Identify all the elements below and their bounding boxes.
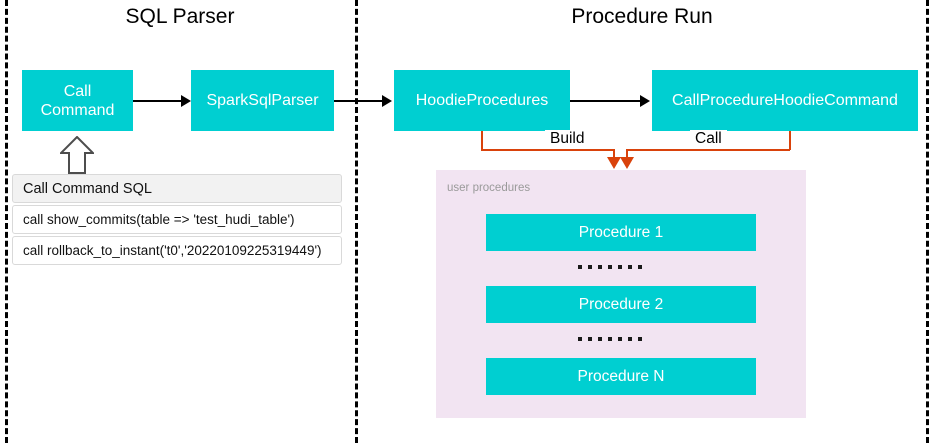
arrowhead-sparksqlparser-to-hoodieprocedures (382, 95, 392, 107)
node-call-command[interactable]: Call Command (22, 70, 133, 131)
node-call-command-line-1: Call (63, 82, 92, 100)
section-title-procedure-run: Procedure Run (571, 5, 713, 28)
node-call-procedure-hoodie-command[interactable]: CallProcedureHoodieCommand (652, 70, 918, 131)
arrow-hoodieprocedures-to-callprocedure (570, 100, 640, 102)
procedure-item-n[interactable]: Procedure N (486, 358, 756, 395)
arrowhead-call-command-to-sparksqlparser (181, 95, 191, 107)
call-connector-vertical-right (789, 131, 791, 150)
user-procedures-label: user procedures (447, 182, 531, 194)
divider-left (5, 0, 8, 443)
call-connector-arrowhead (620, 157, 634, 169)
divider-right (926, 0, 929, 443)
call-connector-horizontal (626, 149, 790, 151)
arrow-sparksqlparser-to-hoodieprocedures (334, 100, 382, 102)
build-connector-horizontal (481, 149, 614, 151)
ellipsis-2 (578, 337, 642, 341)
sql-table-row-1: call show_commits(table => 'test_hudi_ta… (12, 205, 342, 234)
arrow-call-command-to-sparksqlparser (133, 100, 181, 102)
edge-label-call: Call (690, 130, 727, 148)
build-connector-vertical-left (481, 131, 483, 150)
procedure-item-1[interactable]: Procedure 1 (486, 214, 756, 251)
sql-table-header: Call Command SQL (12, 174, 342, 203)
divider-middle (355, 0, 358, 443)
build-connector-vertical-down (613, 149, 615, 159)
edge-label-build: Build (545, 130, 590, 148)
node-spark-sql-parser[interactable]: SparkSqlParser (191, 70, 334, 131)
up-arrow-icon (58, 135, 96, 174)
node-call-command-line-2: Command (40, 101, 115, 119)
arrowhead-hoodieprocedures-to-callprocedure (640, 95, 650, 107)
sql-table-row-2: call rollback_to_instant('t0','202201092… (12, 236, 342, 265)
section-title-sql-parser: SQL Parser (125, 5, 235, 28)
call-connector-vertical-down (626, 149, 628, 159)
call-command-sql-table: Call Command SQL call show_commits(table… (12, 174, 342, 265)
ellipsis-1 (578, 265, 642, 269)
procedure-item-2[interactable]: Procedure 2 (486, 286, 756, 323)
node-hoodie-procedures[interactable]: HoodieProcedures (394, 70, 570, 131)
build-connector-arrowhead (607, 157, 621, 169)
